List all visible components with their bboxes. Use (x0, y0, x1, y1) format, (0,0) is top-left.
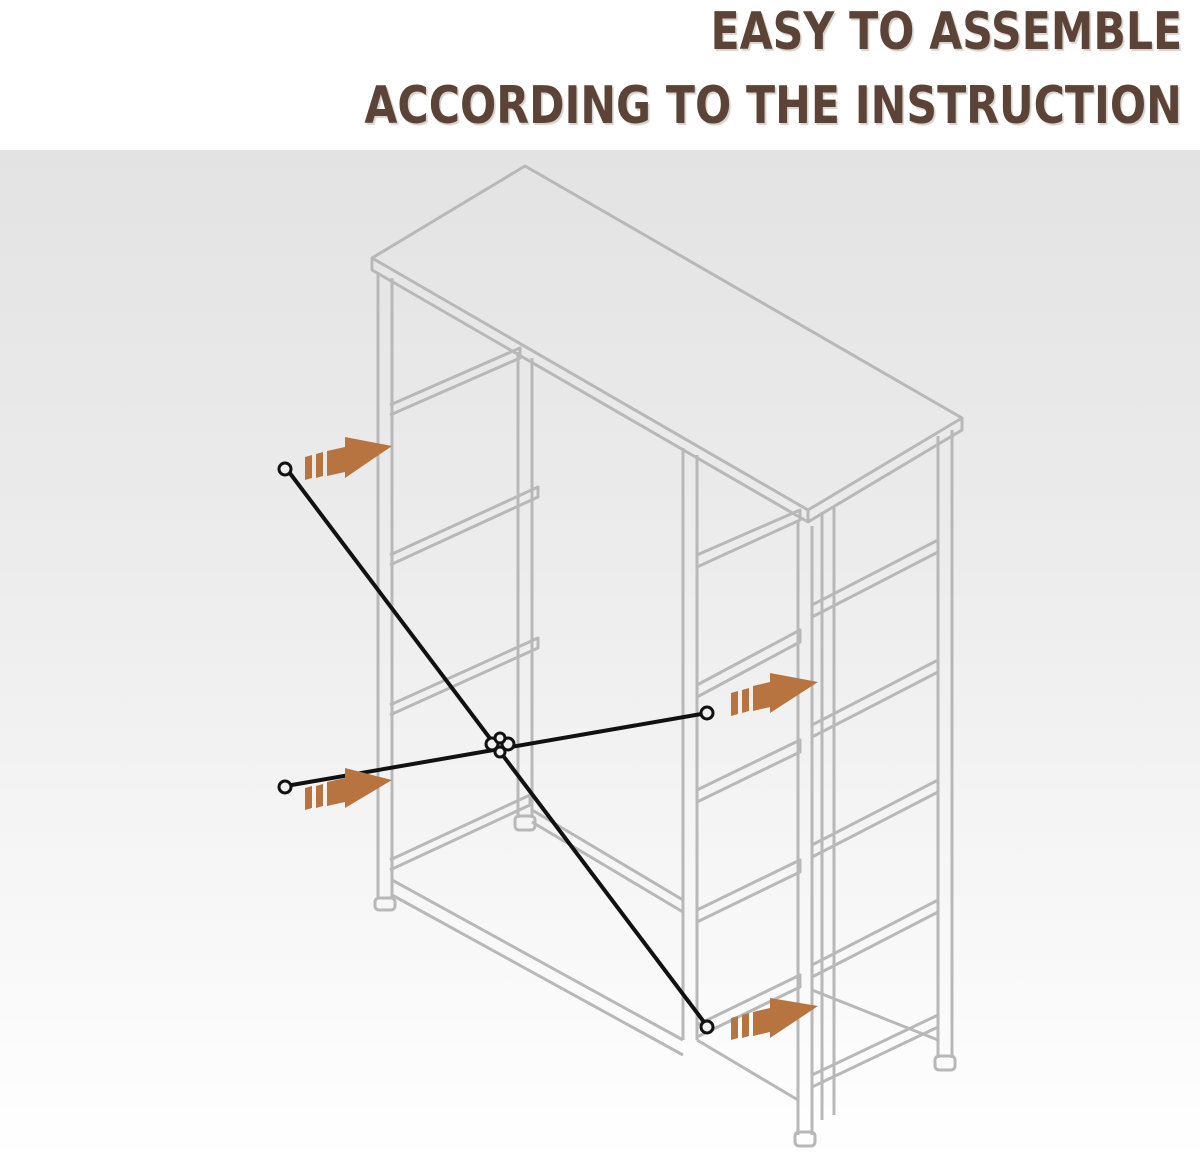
left-front-foot (373, 896, 397, 912)
cross-strap (277, 461, 715, 1035)
strap-center-connector (484, 731, 516, 759)
right-back-foot (933, 1054, 957, 1072)
illustration-area (0, 150, 1200, 1160)
header: EASY TO ASSEMBLE ACCORDING TO THE INSTRU… (0, 0, 1200, 150)
arrow-icon-top-left (305, 437, 392, 480)
assembly-arrows (305, 437, 818, 1040)
title-line-2: ACCORDING TO THE INSTRUCTION (364, 76, 1182, 136)
top-panel-edge (370, 258, 964, 524)
right-front-leg (796, 520, 814, 1135)
right-front-foot (793, 1130, 817, 1148)
arrow-icon-bottom-left (305, 768, 392, 810)
title-line-1: EASY TO ASSEMBLE (710, 2, 1182, 62)
left-side-rails (389, 346, 684, 1057)
left-back-leg (516, 352, 534, 818)
right-back-leg (936, 430, 954, 1058)
arrow-icon-bottom-right (731, 998, 818, 1040)
dresser-frame (370, 164, 964, 1148)
right-side-rails (696, 508, 940, 1102)
strap-end-loops (277, 461, 715, 1035)
middle-front-leg (681, 448, 699, 1040)
left-front-leg (376, 272, 394, 898)
arrow-icon-middle-right (731, 673, 818, 716)
top-panel (370, 164, 964, 512)
